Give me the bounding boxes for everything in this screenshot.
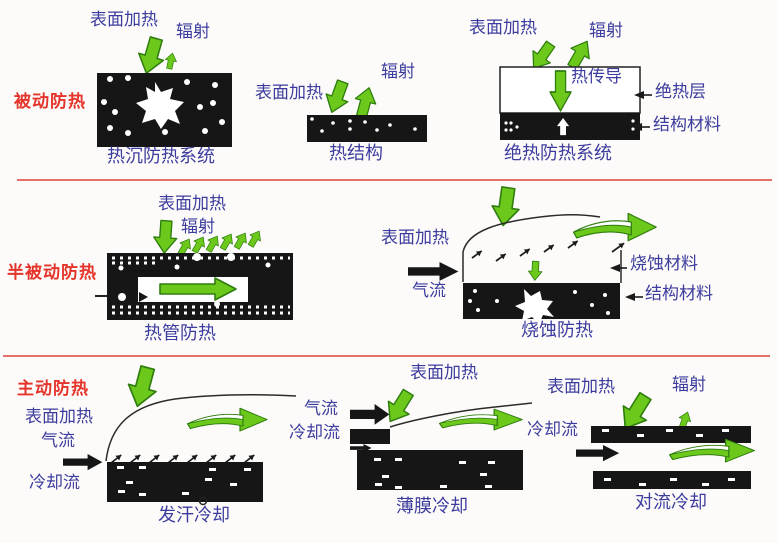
heat-sink-figure xyxy=(97,36,232,147)
surface-heating-arrow-icon xyxy=(387,388,414,423)
caption-hot-structure: 热结构 xyxy=(329,143,383,164)
surface-heating-label: 表面加热 xyxy=(381,228,449,248)
row-divider-1 xyxy=(17,179,772,181)
radiation-arrow-icon xyxy=(165,52,177,70)
flow-swoosh-arrow-icon xyxy=(186,407,268,432)
heat-sink-void xyxy=(136,82,184,129)
surface-heating-arrow-icon xyxy=(491,186,520,227)
airflow-label: 气流 xyxy=(412,281,446,301)
structure-material-callout-arrow xyxy=(625,293,643,301)
hot-structure-figure xyxy=(307,79,427,142)
texture-dashes xyxy=(374,458,495,489)
surface-heating-label: 表面加热 xyxy=(25,407,93,427)
texture-dots xyxy=(112,256,290,315)
caption-film-cooling: 薄膜冷却 xyxy=(396,496,468,517)
texture-circles xyxy=(118,253,271,307)
category-active: 主动防热 xyxy=(17,379,89,399)
coolant-flow-arrow-icon xyxy=(63,454,103,471)
category-passive: 被动防热 xyxy=(14,92,86,112)
caption-heat-pipe: 热管防热 xyxy=(144,323,216,344)
coolant-slot-bar xyxy=(350,429,390,444)
channel-notch xyxy=(139,292,148,302)
coolant-flow-label: 冷却流 xyxy=(29,473,80,493)
structure-material-callout-arrow xyxy=(632,123,650,131)
film-boundary-curve xyxy=(389,402,533,428)
conduction-arrow-icon xyxy=(549,70,572,112)
radiation-label: 辐射 xyxy=(176,22,210,42)
airflow-label: 气流 xyxy=(304,399,338,419)
surface-heating-label: 表面加热 xyxy=(158,194,226,214)
texture-dots xyxy=(101,75,225,136)
coolant-flow-arrow-icon xyxy=(576,445,620,462)
transpiration-figure xyxy=(63,365,297,506)
structure-material-label: 结构材料 xyxy=(653,115,721,135)
texture-dots xyxy=(468,289,610,315)
structure-material-label: 结构材料 xyxy=(645,284,713,304)
texture-dashes xyxy=(602,429,735,486)
airflow-arrow-icon xyxy=(408,262,459,281)
hot-structure-bar xyxy=(307,115,427,142)
radiation-label: 辐射 xyxy=(589,21,623,41)
heat-pipe-flow-arrow-icon xyxy=(159,277,237,301)
surface-heating-arrow-icon xyxy=(532,40,556,69)
texture-dots xyxy=(310,117,417,133)
radiation-label: 辐射 xyxy=(381,62,415,82)
film-cooling-figure xyxy=(350,388,533,490)
radiation-label: 辐射 xyxy=(672,375,706,395)
surface-heating-arrow-icon xyxy=(325,79,349,113)
ablation-figure xyxy=(408,186,657,324)
radiation-arrows xyxy=(177,230,261,256)
caption-convective-cooling: 对流冷却 xyxy=(635,492,707,513)
caption-heat-sink: 热沉防热系统 xyxy=(107,146,215,167)
surface-heating-label: 表面加热 xyxy=(469,18,537,38)
flow-swoosh-arrow-icon xyxy=(438,408,523,431)
flow-swoosh-arrow-icon xyxy=(572,212,657,242)
texture-dots xyxy=(504,119,635,132)
surface-heating-label: 表面加热 xyxy=(90,10,158,30)
insulation-layer-label: 绝热层 xyxy=(655,82,706,102)
surface-heating-arrow-icon xyxy=(138,36,165,74)
surface-heating-arrow-icon xyxy=(127,365,157,408)
radiation-label: 辐射 xyxy=(181,217,215,237)
surface-heating-label: 表面加热 xyxy=(255,83,323,103)
insulation-layer-box xyxy=(499,66,641,114)
surface-heating-arrow-icon xyxy=(153,219,178,254)
structure-material-bar xyxy=(500,113,640,140)
outer-wall-bar xyxy=(591,426,751,443)
internal-flow-arrow-icon xyxy=(557,118,570,136)
drain-dot xyxy=(198,496,208,506)
flow-swoosh-arrow-icon xyxy=(668,438,756,463)
caption-transpiration: 发汗冷却 xyxy=(158,505,230,526)
coolant-flow-label: 冷却流 xyxy=(527,420,578,440)
ablative-material-callout-arrow xyxy=(610,264,627,272)
insulation-layer-callout-arrow xyxy=(634,91,652,99)
texture-dashes xyxy=(117,466,251,496)
surface-heating-label: 表面加热 xyxy=(410,363,478,383)
category-semi-passive: 半被动防热 xyxy=(7,263,97,283)
airflow-arrow-icon xyxy=(350,404,390,425)
conduction-label: 热传导 xyxy=(571,67,622,87)
insulated-system-figure xyxy=(499,40,652,140)
caption-ablation: 烧蚀防热 xyxy=(521,320,593,341)
caption-insulated: 绝热防热系统 xyxy=(504,143,612,164)
pyrolysis-gas-arrows xyxy=(471,240,625,262)
heat-pipe-figure xyxy=(95,219,293,320)
surface-heating-label: 表面加热 xyxy=(547,377,615,397)
ablated-void xyxy=(515,289,554,324)
radiation-arrow-icon xyxy=(354,87,377,119)
boundary-layer-curve xyxy=(462,214,601,282)
transpiration-arrows xyxy=(110,454,255,464)
airflow-label: 气流 xyxy=(41,431,75,451)
row-divider-2 xyxy=(3,355,770,357)
convective-cooling-figure xyxy=(576,391,756,489)
surface-heating-arrow-icon xyxy=(622,391,652,430)
ablative-material-label: 烧蚀材料 xyxy=(630,254,698,274)
coolant-flow-label: 冷却流 xyxy=(289,423,340,443)
boundary-layer-curve xyxy=(105,394,297,462)
wall-block xyxy=(357,450,523,490)
heat-in-arrow-icon xyxy=(528,260,543,281)
